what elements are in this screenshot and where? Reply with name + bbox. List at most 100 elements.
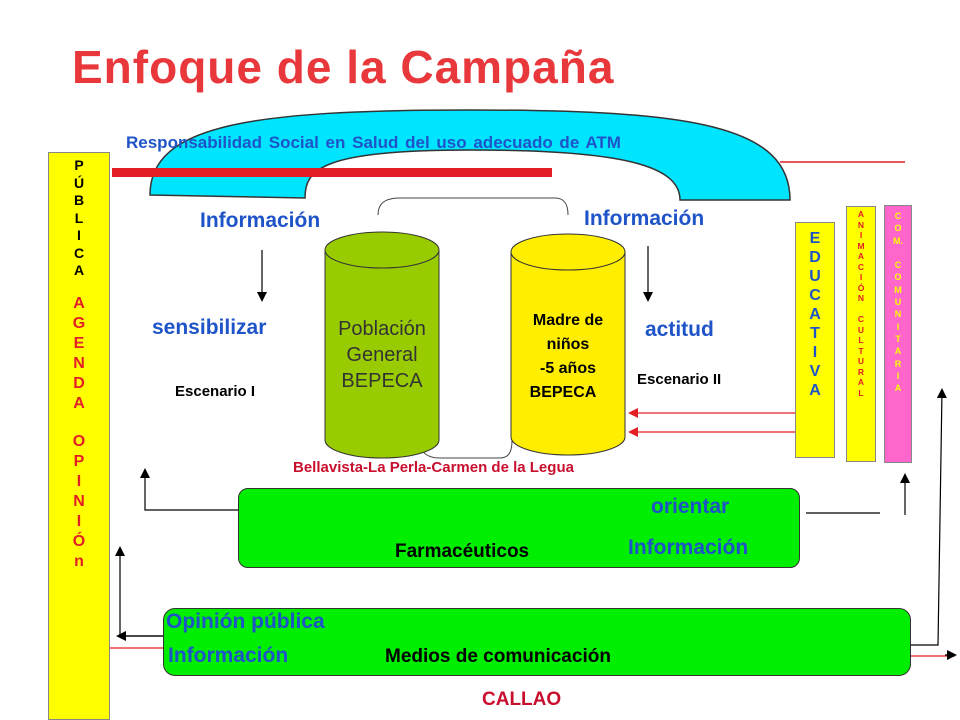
escenario-2-label: Escenario II <box>637 371 722 388</box>
responsibility-arch <box>149 109 791 201</box>
media-info-label: Información <box>168 644 289 667</box>
comunitaria-letter: M. <box>893 235 903 246</box>
opinion-letter: N <box>73 492 85 510</box>
comunitaria-letter <box>885 247 911 259</box>
publica-letter: I <box>77 227 81 243</box>
subtitle: Responsabilidad Social en Salud del uso … <box>126 133 621 152</box>
arrow-farm-to-agenda <box>140 468 238 511</box>
animacion-letter: M <box>857 240 865 251</box>
animacion-letter: N <box>857 293 865 303</box>
animacion-letter: I <box>859 272 863 282</box>
educativa-letter: T <box>810 325 820 342</box>
animacion-letter: T <box>858 345 864 356</box>
page-title: Enfoque de la Campaña <box>72 41 615 93</box>
opinion-letter: n <box>74 552 84 570</box>
educativa-letter: U <box>809 268 821 285</box>
comunitaria-letter: T <box>895 333 901 344</box>
cylinders-top-connector <box>377 197 569 216</box>
animacion-letter <box>847 304 875 315</box>
madre-line-4: BEPECA <box>529 384 597 401</box>
publica-letter: P <box>74 157 84 173</box>
madre-line-2: niños <box>546 336 590 353</box>
left-info-label: Información <box>200 209 321 232</box>
publica-letter: Ú <box>73 174 85 191</box>
arrow-media-to-agenda <box>115 546 163 637</box>
poblacion-text: Población General BEPECA <box>325 316 439 394</box>
comunitaria-letter: A <box>894 346 902 357</box>
publica-letter: L <box>74 209 84 226</box>
opinion-letter: I <box>76 512 82 530</box>
poblacion-line-2: General <box>346 344 418 366</box>
madre-line-3: -5 años <box>539 360 596 377</box>
educativa-letter: A <box>809 382 821 399</box>
publica-letter: B <box>73 192 85 208</box>
educativa-letter: I <box>812 344 818 361</box>
agenda-letter: N <box>73 354 85 372</box>
pharmacists-box <box>238 488 800 568</box>
orientar-label: orientar <box>651 495 730 518</box>
comunitaria-letter: O <box>894 223 902 234</box>
districts-label: Bellavista-La Perla-Carmen de la Legua <box>293 459 574 476</box>
animacion-letter: A <box>857 377 865 387</box>
actitud-label: actitud <box>645 318 714 341</box>
animacion-letter: U <box>857 356 865 366</box>
footer-callao: CALLAO <box>482 689 562 710</box>
agenda-letter: A <box>73 394 85 412</box>
comunitaria-letter: U <box>894 297 902 308</box>
comunitaria-letter: C <box>894 211 902 221</box>
cylinder-madre <box>510 233 626 456</box>
agenda-letter: E <box>73 334 85 352</box>
opinion-letter: Ó <box>72 532 86 550</box>
right-info-label: Información <box>584 207 705 230</box>
comunitaria-letter: A <box>894 383 902 394</box>
comunitaria-letter: I <box>896 370 900 381</box>
comunitaria-letter: O <box>894 272 902 283</box>
educativa-letter: C <box>809 287 821 304</box>
animacion-letter: I <box>859 230 863 240</box>
educativa-letter: E <box>809 230 821 247</box>
animacion-letter: A <box>857 209 865 219</box>
arrow-media-to-right <box>911 388 947 646</box>
animacion-letter: N <box>857 219 865 230</box>
poblacion-line-1: Población <box>338 318 426 340</box>
comunitaria-letter: C <box>894 260 902 271</box>
animacion-letter: L <box>858 387 864 398</box>
media-label: Medios de comunicación <box>385 646 611 667</box>
opinion-letter: I <box>76 472 82 490</box>
madre-text: Madre de niños -5 años BEPECA <box>505 309 631 405</box>
animacion-letter: A <box>857 251 865 261</box>
opinion-letter: P <box>73 452 85 470</box>
educativa-letter: D <box>809 249 821 266</box>
animacion-letter: C <box>857 314 865 324</box>
farm-info-label: Información <box>628 536 749 559</box>
media-box <box>163 608 911 676</box>
poblacion-line-3: BEPECA <box>341 370 423 392</box>
publica-letter: A <box>73 262 85 278</box>
opinion-letter: O <box>72 432 86 450</box>
animacion-letter: L <box>858 335 864 345</box>
educativa-letter: V <box>809 363 821 380</box>
animacion-letter: U <box>857 324 865 335</box>
agenda-letter: D <box>73 374 85 392</box>
publica-letter: C <box>73 244 85 261</box>
agenda-letter: G <box>72 314 86 332</box>
animacion-letter: R <box>857 366 865 377</box>
madre-line-1: Madre de <box>532 312 604 329</box>
animacion-letter: C <box>857 261 865 272</box>
title-bar <box>112 168 552 177</box>
educativa-letter: A <box>809 306 821 323</box>
sensibilizar-label: sensibilizar <box>152 316 267 339</box>
cylinder-poblacion <box>324 231 440 459</box>
animacion-letter: Ó <box>857 282 865 293</box>
pharmacists-label: Farmacéuticos <box>395 541 530 562</box>
public-opinion-label: Opinión pública <box>166 610 325 633</box>
comunitaria-letter: R <box>894 358 902 369</box>
comunitaria-letter: M <box>894 284 902 295</box>
